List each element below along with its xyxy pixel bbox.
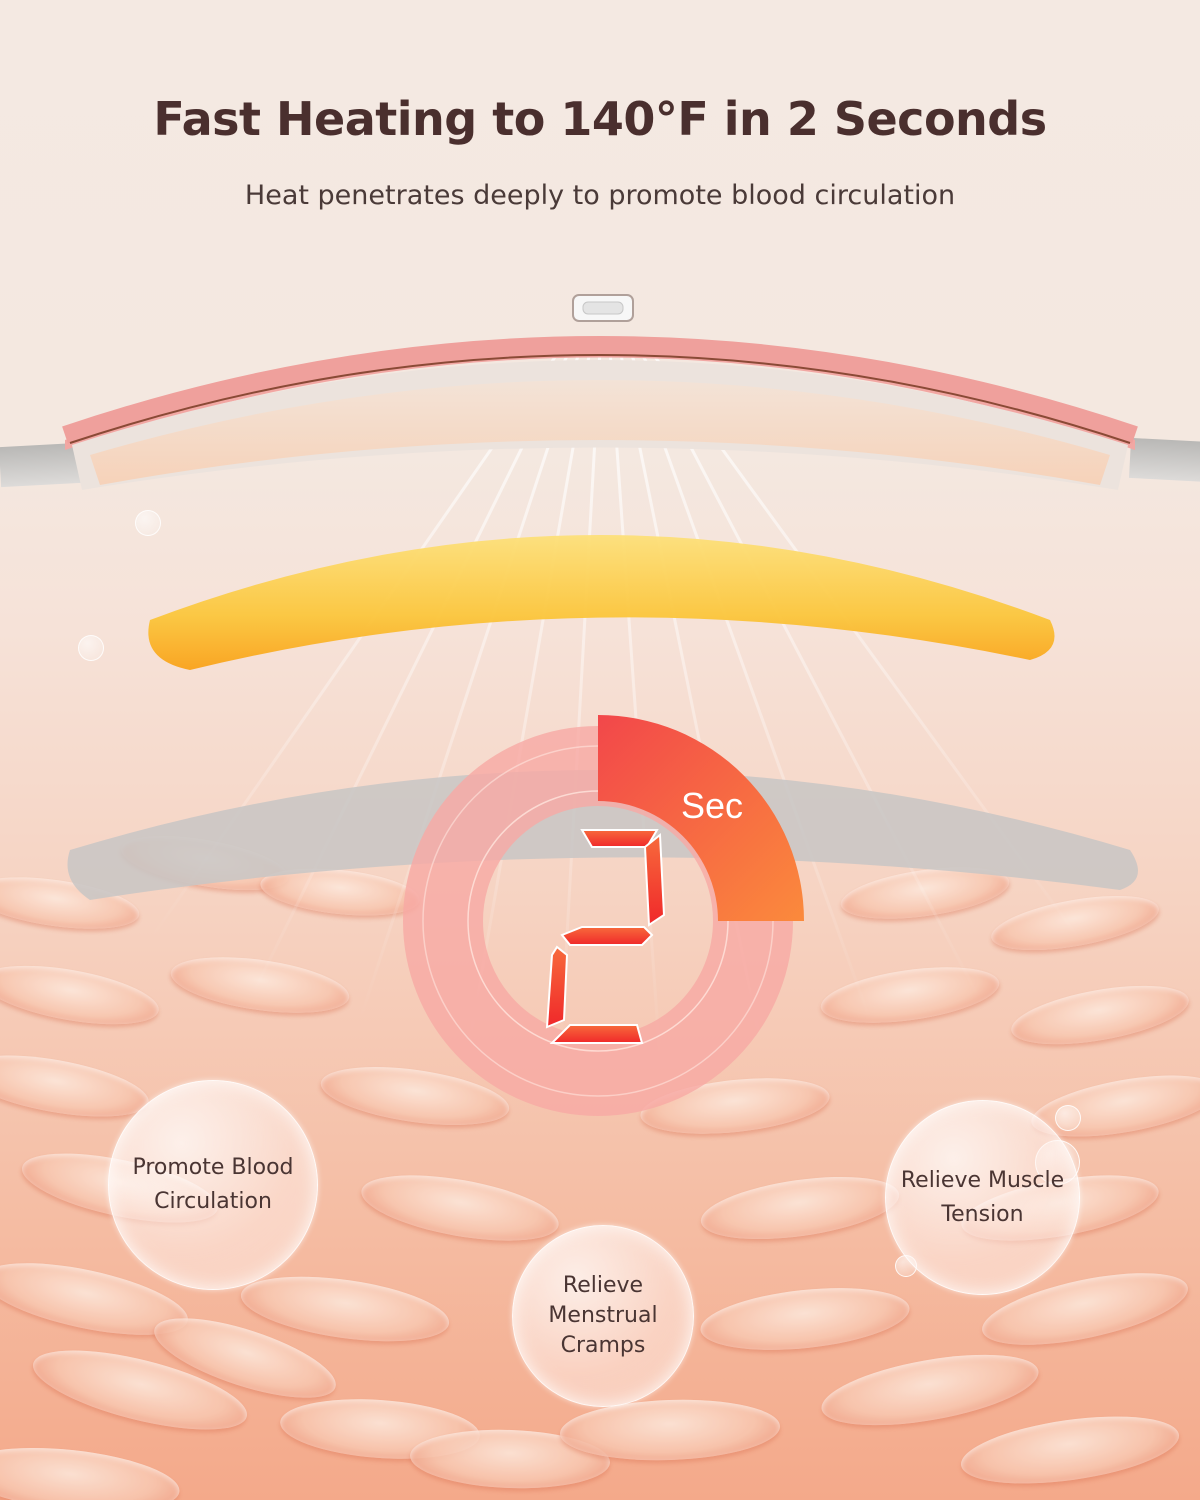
page-subtitle: Heat penetrates deeply to promote blood … bbox=[244, 180, 956, 211]
benefit-label: Menstrual bbox=[548, 1303, 658, 1328]
heating-film-layer bbox=[148, 535, 1055, 670]
mini-bubble-icon bbox=[78, 635, 104, 661]
benefit-label: Relieve bbox=[562, 1273, 644, 1298]
mini-bubble-icon bbox=[1055, 1105, 1081, 1131]
heating-pad-device bbox=[0, 294, 1200, 490]
benefit-bubble-blood-circulation: Promote Blood Circulation bbox=[108, 1080, 318, 1290]
benefit-label: Cramps bbox=[560, 1333, 646, 1358]
benefit-label: Promote Blood bbox=[132, 1155, 294, 1180]
benefit-bubble-menstrual-cramps: Relieve Menstrual Cramps bbox=[512, 1225, 694, 1407]
mini-bubble-icon bbox=[135, 510, 161, 536]
benefit-label: Tension bbox=[941, 1201, 1024, 1227]
timer-unit-label: Sec bbox=[681, 785, 744, 826]
benefit-label: Relieve Muscle bbox=[900, 1167, 1065, 1193]
timer-ring bbox=[403, 715, 804, 1116]
page-title: Fast Heating to 140°F in 2 Seconds bbox=[153, 92, 1047, 146]
digit-2-display bbox=[545, 829, 666, 1044]
benefit-label: Circulation bbox=[154, 1189, 272, 1214]
benefit-bubble-muscle-tension: Relieve Muscle Tension bbox=[885, 1100, 1080, 1295]
